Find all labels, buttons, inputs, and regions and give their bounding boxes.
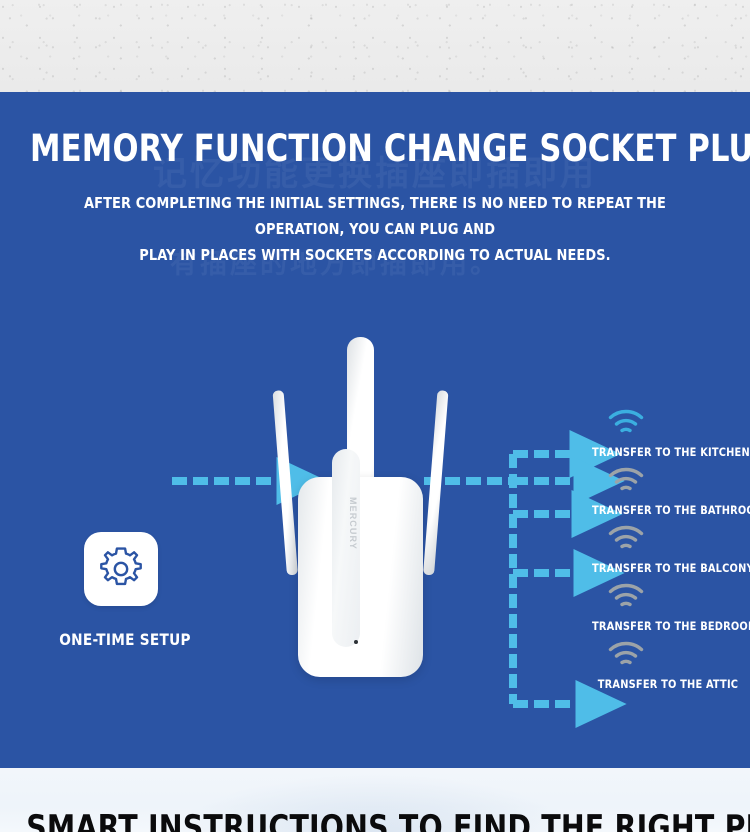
subtitle-line-2: PLAY IN PLACES WITH SOCKETS ACCORDING TO… bbox=[139, 246, 611, 264]
list-item: TRANSFER TO THE BALCONY bbox=[588, 523, 750, 581]
next-section-title: SMART INSTRUCTIONS TO FIND THE RIGHT PLA… bbox=[26, 808, 750, 832]
wifi-icon bbox=[608, 467, 644, 491]
top-texture-strip bbox=[0, 0, 750, 92]
destination-label: TRANSFER TO THE KITCHEN bbox=[592, 445, 750, 459]
list-item: TRANSFER TO THE ATTIC bbox=[588, 639, 750, 697]
device-body bbox=[298, 477, 423, 677]
device-brand-label: MERCURY bbox=[348, 497, 358, 550]
next-section-panel: SMART INSTRUCTIONS TO FIND THE RIGHT PLA… bbox=[0, 768, 750, 832]
device-center-strip bbox=[332, 449, 360, 647]
one-time-setup-block: ONE-TIME SETUP bbox=[56, 532, 191, 649]
ghost-headline-cn: 记忆功能更换插座即插即用 bbox=[153, 154, 597, 194]
subtitle-line-1: AFTER COMPLETING THE INITIAL SETTINGS, T… bbox=[84, 194, 666, 238]
hero-panel: 记忆功能更换插座即插即用 有插座的地方即插即用。 MEMORY FUNCTION… bbox=[0, 92, 750, 768]
destination-list: TRANSFER TO THE KITCHEN TRANSFER TO THE … bbox=[588, 407, 750, 697]
destination-label: TRANSFER TO THE ATTIC bbox=[597, 677, 739, 691]
antenna-right bbox=[423, 390, 449, 576]
list-item: TRANSFER TO THE BEDROOM bbox=[588, 581, 750, 639]
wifi-icon bbox=[608, 525, 644, 549]
destination-label: TRANSFER TO THE BALCONY bbox=[592, 561, 750, 575]
page-title: MEMORY FUNCTION CHANGE SOCKET PLUG AND P… bbox=[30, 127, 750, 170]
destination-label: TRANSFER TO THE BATHROOM bbox=[592, 503, 750, 517]
destination-label: TRANSFER TO THE BEDROOM bbox=[592, 619, 750, 633]
wifi-icon bbox=[608, 409, 644, 433]
page-subtitle: AFTER COMPLETING THE INITIAL SETTINGS, T… bbox=[65, 190, 684, 268]
list-item: TRANSFER TO THE KITCHEN bbox=[588, 407, 750, 465]
indicator-led bbox=[354, 640, 358, 644]
list-item: TRANSFER TO THE BATHROOM bbox=[588, 465, 750, 523]
gear-icon-card bbox=[84, 532, 158, 606]
wifi-extender-device: MERCURY bbox=[272, 337, 449, 682]
gear-icon bbox=[100, 547, 142, 586]
one-time-setup-label: ONE-TIME SETUP bbox=[59, 630, 191, 649]
wifi-icon bbox=[608, 641, 644, 665]
antenna-left bbox=[272, 390, 298, 576]
wifi-icon bbox=[608, 583, 644, 607]
ghost-subhead-cn: 有插座的地方即插即用。 bbox=[170, 249, 500, 280]
